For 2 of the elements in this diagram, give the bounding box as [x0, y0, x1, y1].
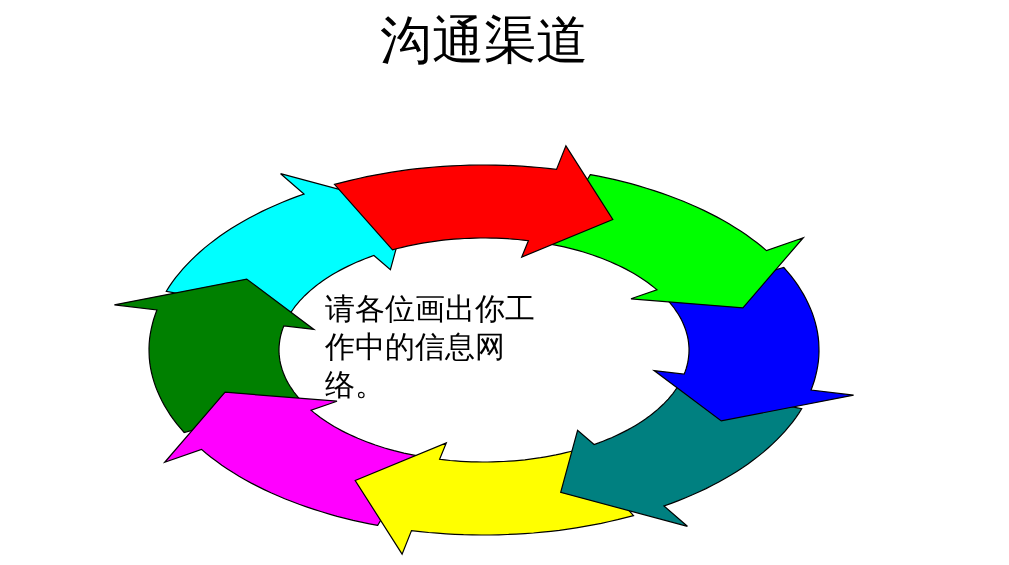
center-note: 请各位画出你工作中的信息网络。	[325, 290, 536, 404]
title: 沟通渠道	[379, 9, 589, 72]
